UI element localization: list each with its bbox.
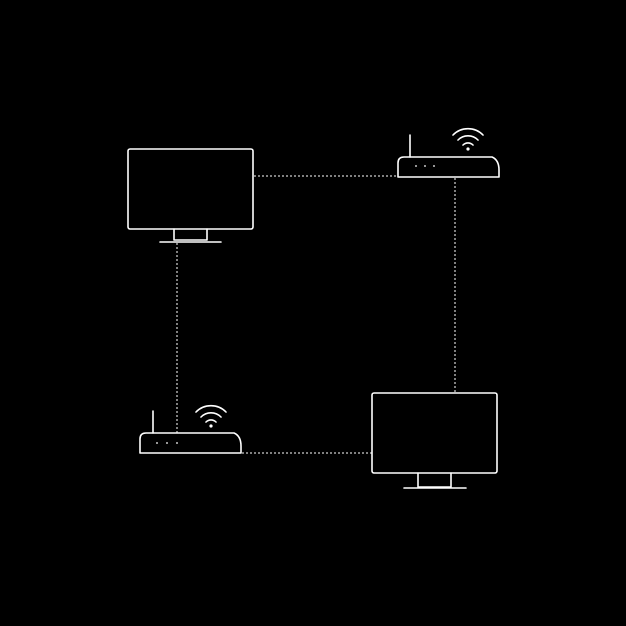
wifi-router-icon bbox=[397, 127, 500, 178]
wifi-signal-icon bbox=[452, 127, 484, 151]
wifi-router-icon bbox=[139, 404, 242, 454]
monitor-icon bbox=[127, 148, 254, 243]
connections bbox=[176, 175, 456, 454]
wifi-signal-icon bbox=[195, 404, 227, 428]
monitor-icon bbox=[371, 392, 498, 489]
